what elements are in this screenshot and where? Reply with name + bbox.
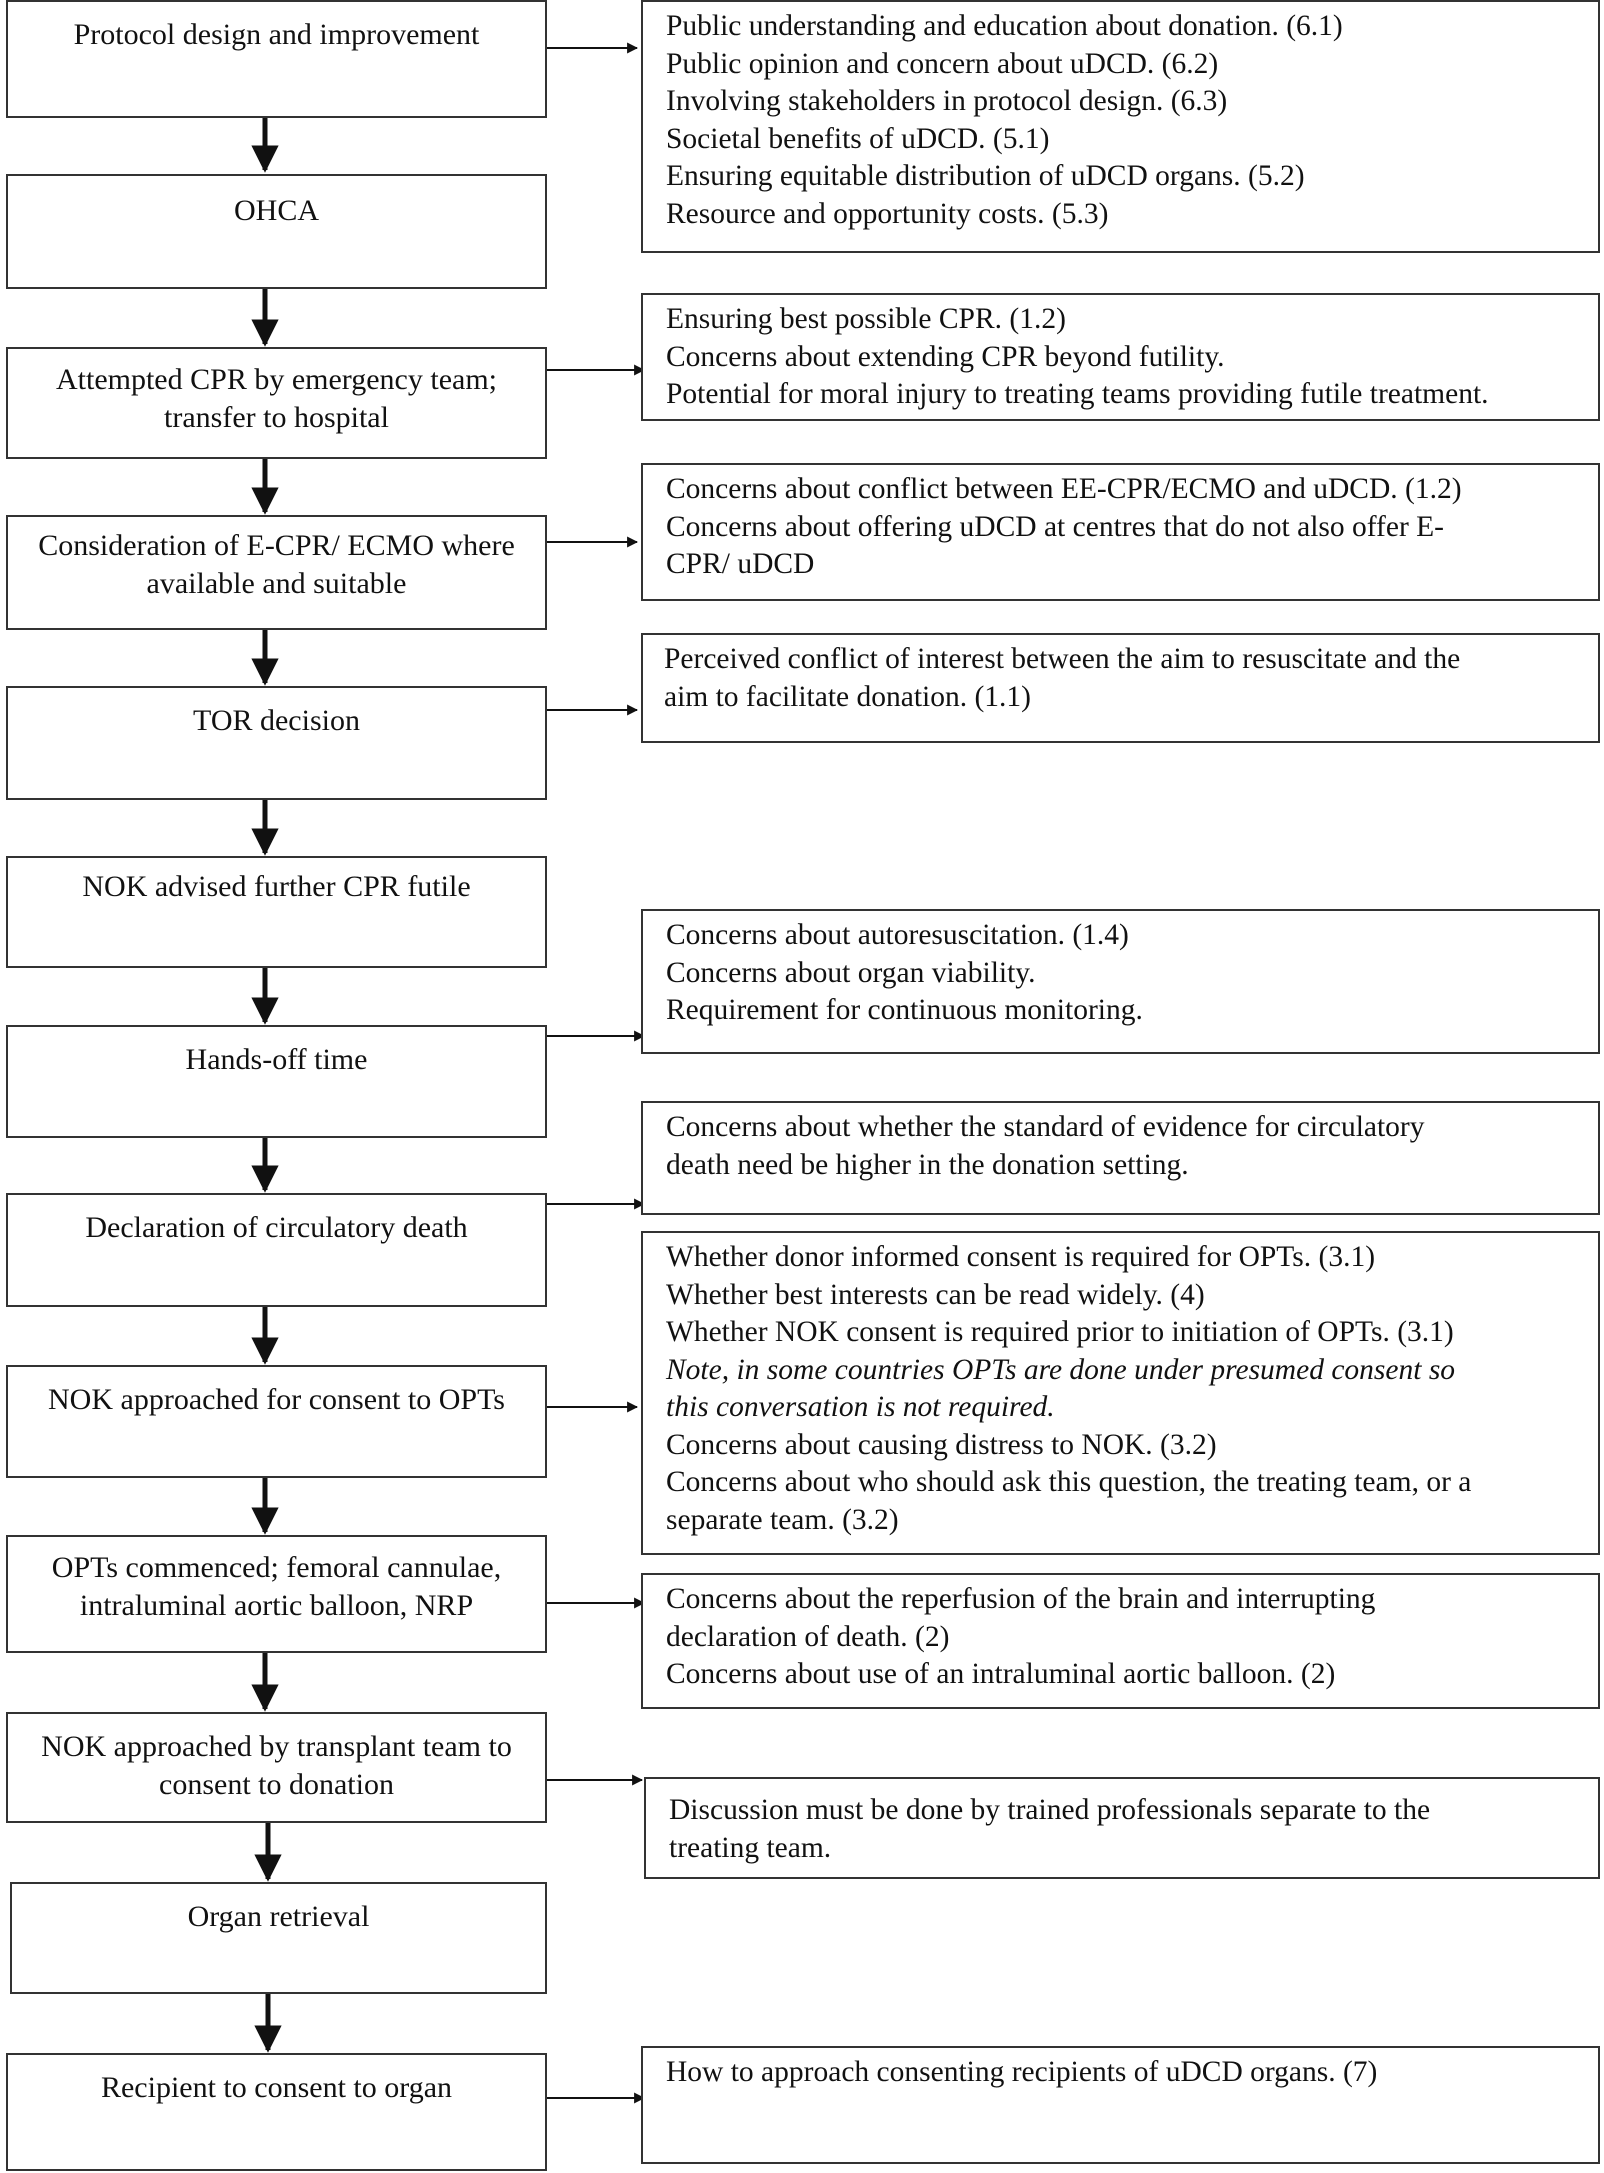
note-line: Whether NOK consent is required prior to… (666, 1316, 1454, 1348)
note-line: Requirement for continuous monitoring. (666, 994, 1143, 1026)
note-line: Concerns about whether the standard of e… (666, 1111, 1425, 1143)
step-recipient-consent: Recipient to consent to organ (6, 2053, 547, 2171)
step-label: Consideration of E-CPR/ ECMO where avail… (38, 529, 515, 600)
step-organ-retrieval: Organ retrieval (10, 1882, 547, 1994)
note-line: Resource and opportunity costs. (5.3) (666, 197, 1109, 230)
note-hands-off-time: Concerns about autoresuscitation. (1.4) … (641, 909, 1600, 1054)
note-attempted-cpr: Ensuring best possible CPR. (1.2) Concer… (641, 293, 1600, 421)
note-nok-transplant-team: Discussion must be done by trained profe… (644, 1777, 1600, 1879)
note-ecpr-ecmo: Concerns about conflict between EE-CPR/E… (641, 463, 1600, 601)
step-label: Recipient to consent to organ (100, 2071, 453, 2104)
note-line: Public understanding and education about… (666, 10, 1343, 42)
step-label: Declaration of circulatory death (85, 1211, 468, 1244)
note-line: Concerns about the reperfusion of the br… (666, 1583, 1376, 1615)
step-label: Organ retrieval (187, 1900, 370, 1933)
note-line: Concerns about extending CPR beyond futi… (666, 340, 1225, 373)
note-opts-commenced: Concerns about the reperfusion of the br… (641, 1573, 1600, 1709)
step-label: Protocol design and improvement (73, 18, 480, 51)
note-line: treating team. (669, 1831, 832, 1864)
step-label: NOK approached for consent to OPTs (48, 1383, 505, 1416)
step-opts-commenced: OPTs commenced; femoral cannulae, intral… (6, 1535, 547, 1653)
note-line: Ensuring best possible CPR. (1.2) (666, 303, 1066, 335)
note-line: Public opinion and concern about uDCD. (… (666, 47, 1219, 80)
note-line: Concerns about autoresuscitation. (1.4) (666, 919, 1129, 951)
note-line: How to approach consenting recipients of… (666, 2056, 1378, 2088)
step-ohca: OHCA (6, 174, 547, 289)
step-label: Hands-off time (185, 1043, 368, 1076)
step-attempted-cpr: Attempted CPR by emergency team; transfe… (6, 347, 547, 459)
step-hands-off-time: Hands-off time (6, 1025, 547, 1138)
step-label: Attempted CPR by emergency team; transfe… (55, 363, 498, 434)
note-line: Whether donor informed consent is requir… (666, 1241, 1376, 1273)
note-line: CPR/ uDCD (666, 548, 815, 580)
note-nok-consent-opts: Whether donor informed consent is requir… (641, 1231, 1600, 1555)
note-line: aim to facilitate donation. (1.1) (664, 680, 1031, 713)
step-label: NOK approached by transplant team to con… (41, 1730, 512, 1801)
note-line: Whether best interests can be read widel… (666, 1278, 1205, 1311)
step-declaration-death: Declaration of circulatory death (6, 1193, 547, 1307)
note-line: death need be higher in the donation set… (666, 1148, 1189, 1181)
note-line: Concerns about organ viability. (666, 956, 1036, 989)
step-label: TOR decision (193, 704, 360, 737)
note-line: Ensuring equitable distribution of uDCD … (666, 160, 1305, 192)
note-line: Societal benefits of uDCD. (5.1) (666, 122, 1050, 155)
step-label: OHCA (233, 194, 319, 227)
note-line: separate team. (3.2) (666, 1503, 899, 1536)
note-tor-decision: Perceived conflict of interest between t… (641, 633, 1600, 743)
note-line: Discussion must be done by trained profe… (669, 1794, 1431, 1826)
note-line: Concerns about use of an intraluminal ao… (666, 1658, 1336, 1690)
note-line: Perceived conflict of interest between t… (664, 643, 1461, 675)
note-line-italic: Note, in some countries OPTs are done un… (666, 1353, 1456, 1386)
note-line: Concerns about who should ask this quest… (666, 1466, 1472, 1498)
note-line: declaration of death. (2) (666, 1620, 950, 1653)
note-line: Concerns about causing distress to NOK. … (666, 1428, 1217, 1461)
step-tor-decision: TOR decision (6, 686, 547, 800)
note-declaration-death: Concerns about whether the standard of e… (641, 1101, 1600, 1215)
note-line: Potential for moral injury to treating t… (666, 378, 1489, 410)
note-line: Concerns about offering uDCD at centres … (666, 510, 1444, 543)
step-label: NOK advised further CPR futile (82, 870, 471, 903)
step-label: OPTs commenced; femoral cannulae, intral… (51, 1551, 502, 1622)
step-ecpr-ecmo: Consideration of E-CPR/ ECMO where avail… (6, 515, 547, 630)
note-line: Concerns about conflict between EE-CPR/E… (666, 473, 1462, 505)
note-recipient-consent: How to approach consenting recipients of… (641, 2046, 1600, 2164)
note-line: Involving stakeholders in protocol desig… (666, 85, 1228, 117)
step-protocol-design: Protocol design and improvement (6, 0, 547, 118)
note-line-italic: this conversation is not required. (666, 1391, 1055, 1423)
note-protocol-design: Public understanding and education about… (641, 0, 1600, 253)
step-nok-consent-opts: NOK approached for consent to OPTs (6, 1365, 547, 1478)
step-nok-advised: NOK advised further CPR futile (6, 856, 547, 968)
step-nok-transplant-team: NOK approached by transplant team to con… (6, 1712, 547, 1823)
